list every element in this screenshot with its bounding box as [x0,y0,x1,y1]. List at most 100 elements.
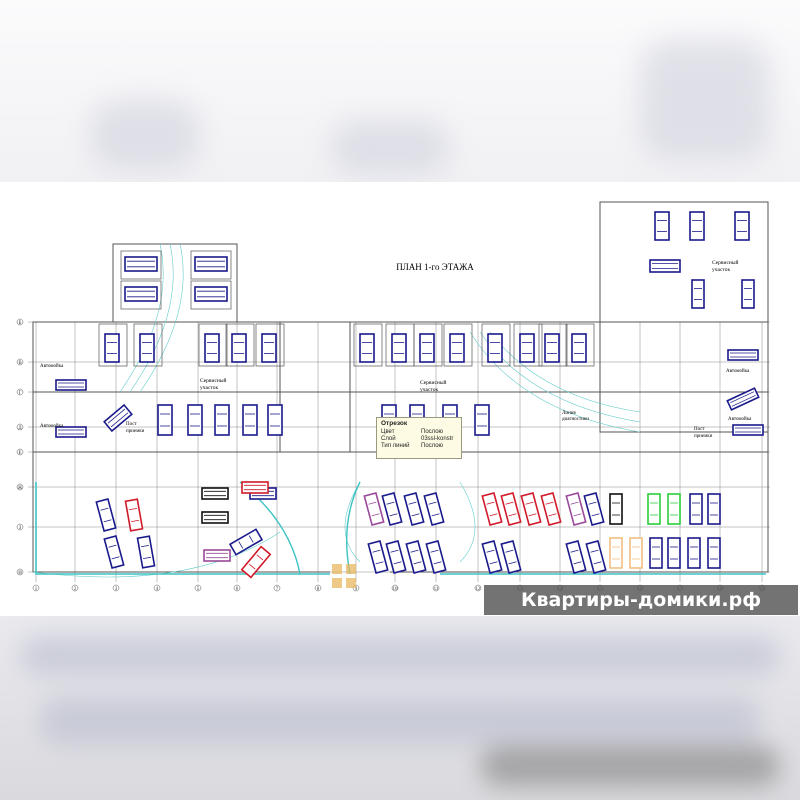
car-icon [425,539,447,575]
car-icon [267,404,283,436]
car-icon [240,545,272,579]
car-icon [707,493,721,525]
reception-label: Пост [126,422,137,427]
car-icon [667,493,681,525]
car-icon [741,279,755,309]
carwash-label: Автомойка [40,424,64,429]
column-axis-label: 6 [236,587,239,592]
car-icon [519,333,535,363]
car-icon [649,259,681,273]
car-icon [474,404,490,436]
service-label: Сервисный [712,259,739,266]
car-icon [707,537,721,569]
floor-plan: 12345678910111213141516171819БВГДЕЖЗИ ПЛ… [0,182,800,616]
column-axis-label: 11 [434,587,439,592]
column-axis-label: 10 [393,587,399,592]
column-axis-label: 1 [35,587,38,592]
row-axis-label: Е [18,451,21,456]
car-icon [187,404,203,436]
car-icon [385,539,407,575]
plan-title: ПЛАН 1-го ЭТАЖА [396,262,474,272]
car-icon [565,491,587,527]
carwash-label: Автомойка [728,417,752,422]
car-icon [204,333,220,363]
watermark-logo-icon [332,564,356,588]
column-axis-label: 4 [156,587,159,592]
car-icon [194,256,228,272]
car-icon [367,539,389,575]
car-icon [732,424,764,436]
column-axis-label: 8 [317,587,320,592]
car-icon [647,493,661,525]
car-icon [104,333,120,363]
reception-label: Пост [694,427,705,432]
car-icon [405,539,427,575]
car-icon [103,534,125,570]
car-icon [449,333,465,363]
column-axis-label: 9 [355,587,358,592]
car-icon [359,333,375,363]
carwash-label: Автомойка [726,369,750,374]
car-icon [201,511,229,524]
car-icon [157,404,173,436]
car-icon [139,333,155,363]
car-icon [228,528,264,556]
column-axis-label: 3 [115,587,118,592]
car-icon [565,539,587,575]
tooltip-title: Отрезок [381,420,408,427]
car-icon [609,537,623,569]
blurred-background-top [0,0,800,182]
carwash-label: Автомойка [40,364,64,369]
car-icon [481,539,503,575]
car-icon [689,211,705,241]
row-axis-label: З [19,526,22,531]
column-axis-label: 12 [476,587,482,592]
service-label: Сервисный [420,379,447,386]
car-icon [203,549,231,562]
car-icon [654,211,670,241]
car-icon [571,333,587,363]
row-axis-label: В [18,361,22,366]
car-icon [363,491,385,527]
car-icon [687,537,701,569]
car-icon [540,491,562,527]
car-icon [520,491,542,527]
car-icon [261,333,277,363]
floor-plan-drawing: 12345678910111213141516171819БВГДЕЖЗИ ПЛ… [16,201,770,592]
car-icon [691,279,705,309]
car-icon [381,491,403,527]
car-icon [124,286,158,302]
car-icon [689,493,703,525]
car-icon [481,491,503,527]
car-icon [391,333,407,363]
car-icon [103,403,133,433]
car-icon [201,487,229,500]
car-icon [194,286,228,302]
service-label: Сервисный [200,377,227,384]
car-icon [242,404,258,436]
car-icon [487,333,503,363]
car-icon [649,537,663,569]
car-icon [734,211,750,241]
glazing-line [35,482,766,575]
column-axis-label: 2 [74,587,77,592]
car-icon [214,404,230,436]
car-icon [423,491,445,527]
car-icon [727,349,759,361]
car-icon [136,535,156,569]
row-axis-label: Ж [18,486,23,491]
car-icon [124,256,158,272]
car-icon [403,491,425,527]
car-icon [667,537,681,569]
watermark: Квартиры-домики.рф [484,585,798,615]
car-icon [55,426,87,438]
car-icon [95,497,117,533]
